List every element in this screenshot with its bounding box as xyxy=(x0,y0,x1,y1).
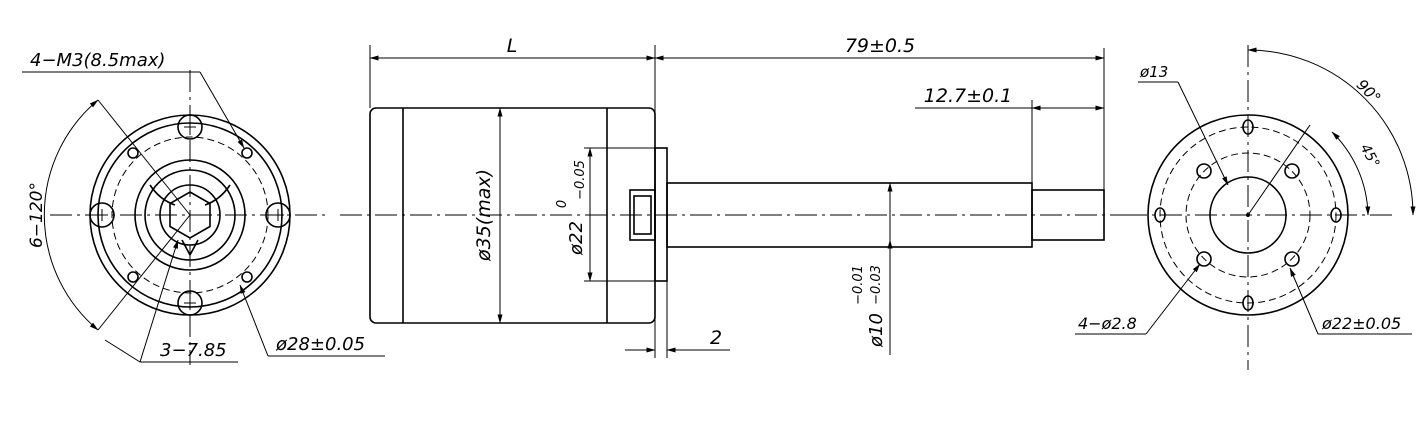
rear-view: ø13 90° 45° 4−ø2.8 ø22±0.05 xyxy=(1075,45,1416,370)
rear-small-hole xyxy=(1242,295,1254,311)
dim-flange-label: 2 xyxy=(710,327,722,349)
front-view: 4−M3(8.5max) 6−120° 3−7.85 ø28±0.05 xyxy=(22,50,385,365)
front-hex-leader xyxy=(139,239,179,363)
front-angle-extension xyxy=(97,214,191,331)
dim-pilot-tol-lower: −0.05 xyxy=(573,160,588,200)
rear-center-point xyxy=(1246,213,1250,217)
rear-holes-label: 4−ø2.8 xyxy=(1078,314,1137,333)
front-pcd-label: ø28±0.05 xyxy=(275,334,365,355)
front-angle-extension xyxy=(97,99,191,216)
dim-l-label: L xyxy=(507,35,518,57)
dim-pilot-tol-upper: 0 xyxy=(555,200,570,208)
front-tapped-hole xyxy=(241,147,253,159)
rear-hole xyxy=(1284,163,1300,179)
front-hex-leader-tail xyxy=(104,339,141,363)
dim-shaft-tol-upper: −0.01 xyxy=(851,265,866,305)
rear-45-arc xyxy=(1331,131,1371,216)
front-angle-arc xyxy=(43,99,99,331)
shaft-key-end xyxy=(1031,189,1105,241)
front-tapped-hole xyxy=(127,271,139,283)
front-pcd-leader xyxy=(239,284,269,357)
front-pitch-circle xyxy=(111,136,269,294)
rear-90-arc xyxy=(1247,47,1416,216)
dim-shaft-tol-lower: −0.03 xyxy=(869,265,884,305)
front-screw-right xyxy=(265,202,291,228)
rear-hole xyxy=(1284,251,1300,267)
front-tapped-hole xyxy=(241,271,253,283)
front-hex-label: 3−7.85 xyxy=(160,340,227,361)
dim-shaft-label: 12.7±0.1 xyxy=(924,85,1012,107)
rear-holes-leader xyxy=(1145,263,1201,335)
front-screw-bottom xyxy=(177,290,203,316)
front-thread-label: 4−M3(8.5max) xyxy=(30,50,165,71)
dim-shaft-dia-label: ø10 xyxy=(866,313,887,348)
flange-pilot-recess xyxy=(633,195,652,235)
dim-body-dia-label: ø35(max) xyxy=(473,169,495,262)
front-thread-leader xyxy=(199,71,245,149)
rear-pcd-leader xyxy=(1289,267,1319,335)
front-angle-label: 6−120° xyxy=(27,182,47,248)
front-boss-circle xyxy=(134,159,246,271)
front-hub-circle xyxy=(159,184,221,246)
dim-total-label: 79±0.5 xyxy=(845,35,915,57)
rear-bore-leader xyxy=(1177,81,1229,186)
front-screw-top xyxy=(177,114,203,140)
dim-pilot-dia-label: ø22 xyxy=(566,221,587,256)
rear-45-label: 45° xyxy=(1357,141,1383,170)
front-inner-circle xyxy=(144,169,236,261)
rear-hole xyxy=(1196,163,1212,179)
front-tapped-hole xyxy=(127,147,139,159)
flange-pilot xyxy=(629,189,656,241)
rear-pcd-label: ø22±0.05 xyxy=(1321,314,1401,333)
rear-small-hole xyxy=(1154,207,1166,223)
rear-hole xyxy=(1196,251,1212,267)
rear-90-label: 90° xyxy=(1353,76,1385,108)
rear-45-reference-line xyxy=(1247,124,1311,216)
side-view: L 79±0.5 12.7±0.1 ø35(max) ø22 0 −0.05 2… xyxy=(340,35,1125,358)
rear-bore-label: ø13 xyxy=(1139,63,1168,81)
front-slots xyxy=(149,184,231,256)
